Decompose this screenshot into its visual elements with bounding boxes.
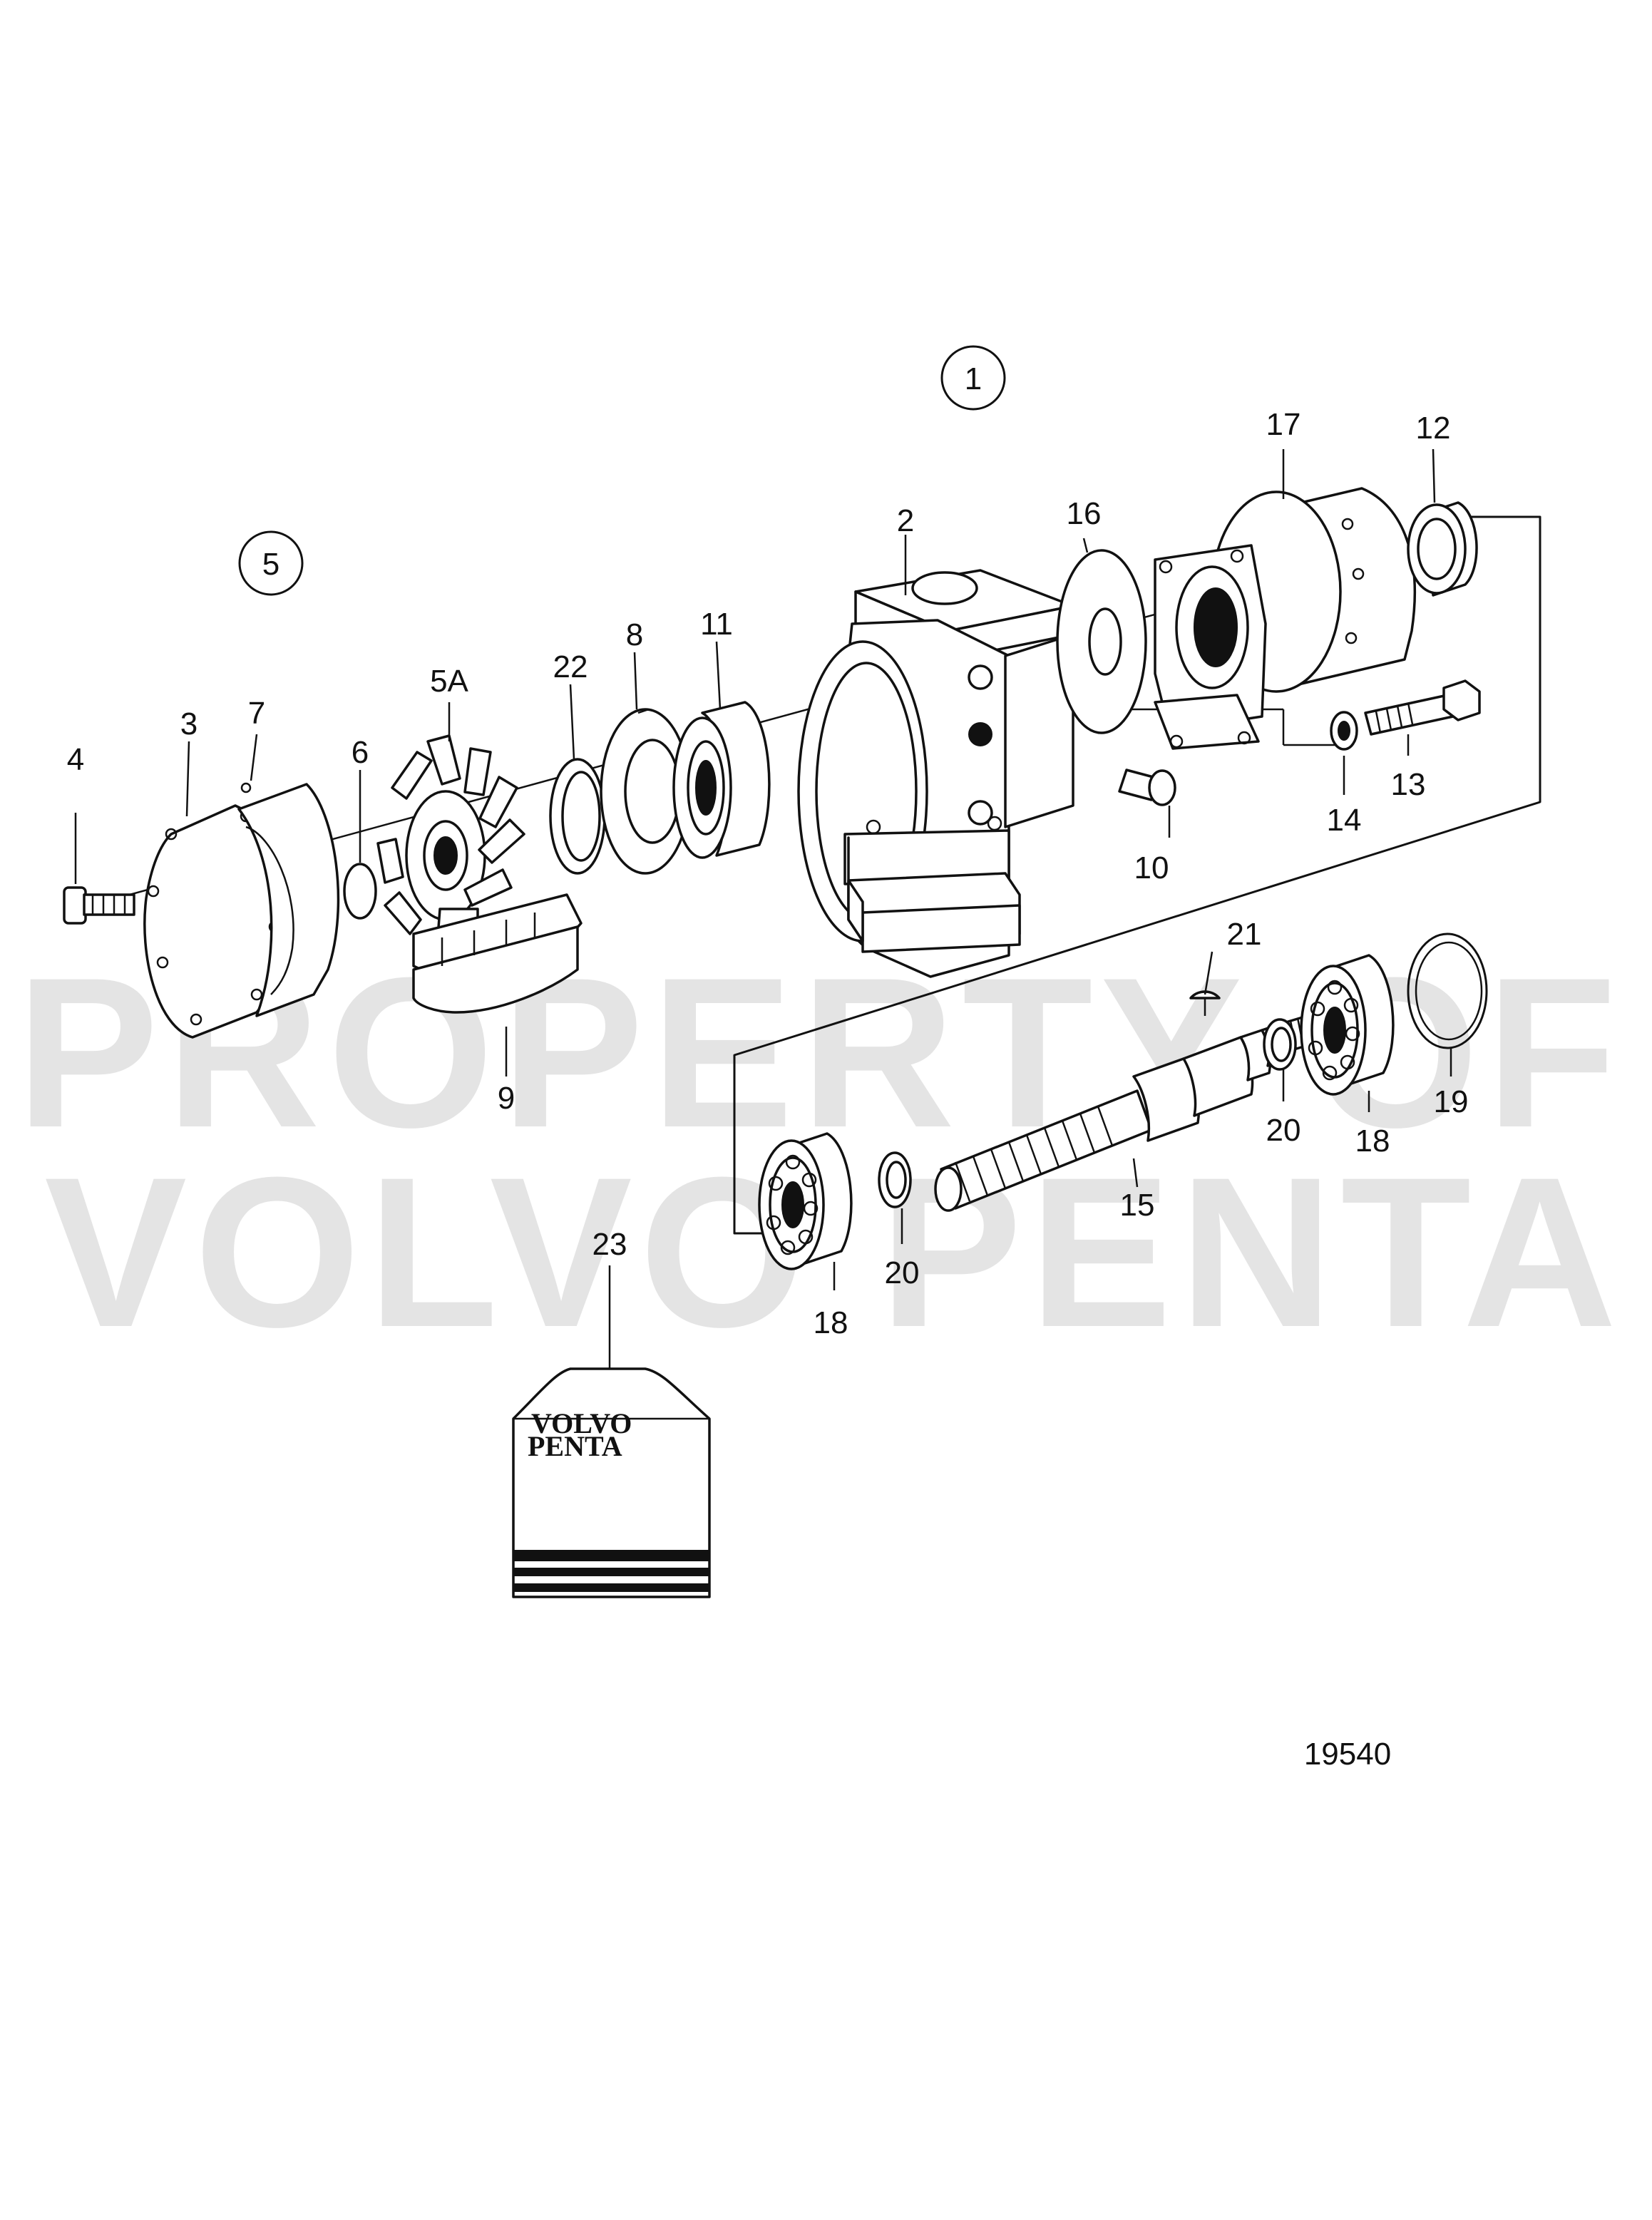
label-8: 8 xyxy=(626,617,643,652)
label-22: 22 xyxy=(553,649,588,684)
label-12: 12 xyxy=(1416,411,1451,446)
part-19-circlip: 19 xyxy=(1407,932,1488,1119)
part-16-washer: 16 xyxy=(1056,496,1147,734)
manual-brand-line-1: VOLVO xyxy=(531,1407,632,1439)
label-23: 23 xyxy=(592,1227,627,1262)
part-2-pump-housing: 2 xyxy=(797,503,1074,978)
part-18-lower-bearing: 18 xyxy=(758,1132,853,1340)
part-6-washer: 6 xyxy=(343,735,377,920)
label-21: 21 xyxy=(1227,917,1262,952)
part-13-bolt: 13 xyxy=(1364,679,1481,802)
part-5a-impeller: 5A xyxy=(376,664,525,935)
part-7-gasket: 7 xyxy=(237,696,340,1017)
label-11: 11 xyxy=(700,607,733,642)
part-8-wear-plate: 8 xyxy=(600,617,691,875)
label-4: 4 xyxy=(67,742,84,777)
callout-label-1: 1 xyxy=(965,361,982,396)
label-18-lower: 18 xyxy=(814,1305,848,1340)
part-22-o-ring: 22 xyxy=(549,649,606,875)
part-17-bearing-housing: 17 xyxy=(1154,407,1417,750)
part-10-screw: 10 xyxy=(1118,769,1176,885)
drawing-number: 19540 xyxy=(1304,1737,1391,1772)
label-6: 6 xyxy=(352,735,369,770)
part-21-key: 21 xyxy=(1189,917,1262,1016)
part-9-cam: 9 xyxy=(412,893,583,1116)
label-9: 9 xyxy=(498,1081,515,1116)
part-20-upper-circlip: 20 xyxy=(1263,1018,1301,1148)
callout-label-5: 5 xyxy=(262,547,279,582)
callout-assembly-5: 5 xyxy=(238,530,304,596)
manual-brand-line-2: PENTA xyxy=(528,1430,622,1462)
label-20-upper: 20 xyxy=(1266,1113,1301,1148)
part-18-upper-bearing: 18 xyxy=(1300,954,1395,1158)
label-7: 7 xyxy=(248,696,265,731)
part-4-screw: 4 xyxy=(63,742,135,925)
label-15: 15 xyxy=(1120,1188,1155,1223)
label-20-lower: 20 xyxy=(885,1255,920,1290)
part-23-manual: 23 VOLVO PENTA xyxy=(512,1227,711,1598)
label-5a: 5A xyxy=(430,664,468,699)
label-2: 2 xyxy=(897,503,914,538)
part-11-seal: 11 xyxy=(672,607,771,859)
label-14: 14 xyxy=(1327,803,1362,838)
part-20-lower-circlip: 20 xyxy=(878,1151,920,1290)
part-14-washer: 14 xyxy=(1327,711,1362,838)
callout-assembly-1: 1 xyxy=(940,345,1006,411)
part-12-oil-seal: 12 xyxy=(1407,411,1478,597)
label-3: 3 xyxy=(180,706,197,741)
label-10: 10 xyxy=(1134,851,1169,885)
label-16: 16 xyxy=(1067,496,1102,531)
label-17: 17 xyxy=(1266,407,1301,442)
label-18-upper: 18 xyxy=(1355,1124,1390,1158)
label-19: 19 xyxy=(1434,1084,1469,1119)
label-13: 13 xyxy=(1391,767,1426,802)
